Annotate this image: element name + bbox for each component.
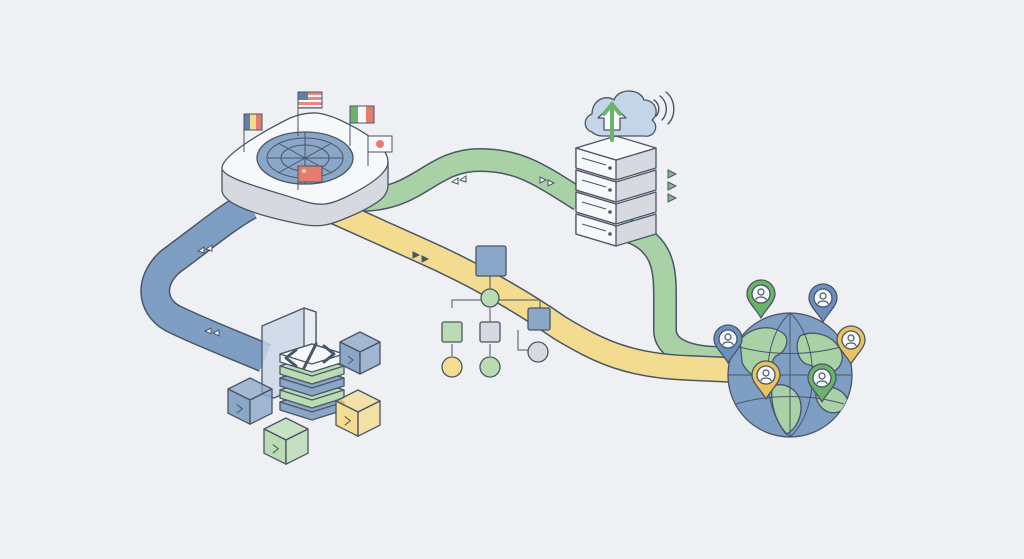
- chevron-green-4: [547, 179, 556, 187]
- tree-node-left: [441, 321, 463, 343]
- chevron-blue-4: [211, 329, 220, 337]
- flag-italy-icon: [349, 105, 375, 146]
- server-top: [575, 135, 657, 161]
- user-location-pin-icon: [713, 324, 743, 364]
- wifi-signal-icon: [653, 91, 675, 125]
- user-location-pin-icon: [746, 279, 776, 319]
- user-location-pin-icon: [807, 363, 837, 403]
- tree-node-hub: [480, 288, 500, 308]
- chevron-yellow-1: [412, 251, 421, 259]
- chevron-blue-2: [204, 244, 213, 252]
- chevron-blue-1: [196, 246, 205, 254]
- flow-direction-markers: [196, 169, 678, 337]
- tree-node-right: [527, 307, 551, 331]
- tree-leaf-green: [479, 356, 501, 378]
- code-cube-icon: [339, 331, 381, 375]
- globe-icon: [727, 312, 853, 438]
- cloud-upload-icon: [584, 90, 657, 142]
- flag-china-icon: [297, 165, 323, 190]
- server-unit: [575, 213, 657, 247]
- workflow-tree-icon: [441, 245, 551, 378]
- flag-japan-icon: [367, 135, 393, 166]
- yellow-flow-belt: [314, 193, 736, 383]
- chevron-green-7: [667, 193, 678, 203]
- blue-flow-belt: [140, 191, 271, 372]
- code-cube-icon: [263, 417, 309, 465]
- chevron-green-1: [450, 177, 459, 185]
- code-cube-icon: [335, 389, 381, 437]
- code-stack: [261, 307, 345, 421]
- server-unit: [575, 169, 657, 203]
- code-cube-icon: [227, 377, 273, 425]
- tree-node-mid: [479, 321, 501, 343]
- tree-node-root: [475, 245, 507, 277]
- chevron-green-2: [458, 175, 467, 183]
- chevron-green-6: [667, 181, 678, 191]
- chevron-yellow-2: [421, 255, 430, 263]
- flag-usa-icon: [297, 91, 323, 136]
- server-rack-icon: [575, 135, 657, 247]
- tree-leaf-grey: [527, 341, 549, 363]
- user-location-pin-icon: [808, 283, 838, 323]
- user-location-pin-icon: [751, 360, 781, 400]
- server-unit: [575, 147, 657, 181]
- chevron-green-5: [667, 169, 678, 179]
- flag-romania-icon: [243, 113, 263, 152]
- green-flow-belt: [359, 147, 723, 370]
- code-brackets-icon: [284, 342, 336, 370]
- localization-hub: [221, 91, 393, 227]
- chevron-green-3: [539, 176, 548, 184]
- user-location-pin-icon: [836, 325, 866, 365]
- tree-leaf-yellow: [441, 356, 463, 378]
- chevron-blue-3: [203, 327, 212, 335]
- server-unit: [575, 191, 657, 225]
